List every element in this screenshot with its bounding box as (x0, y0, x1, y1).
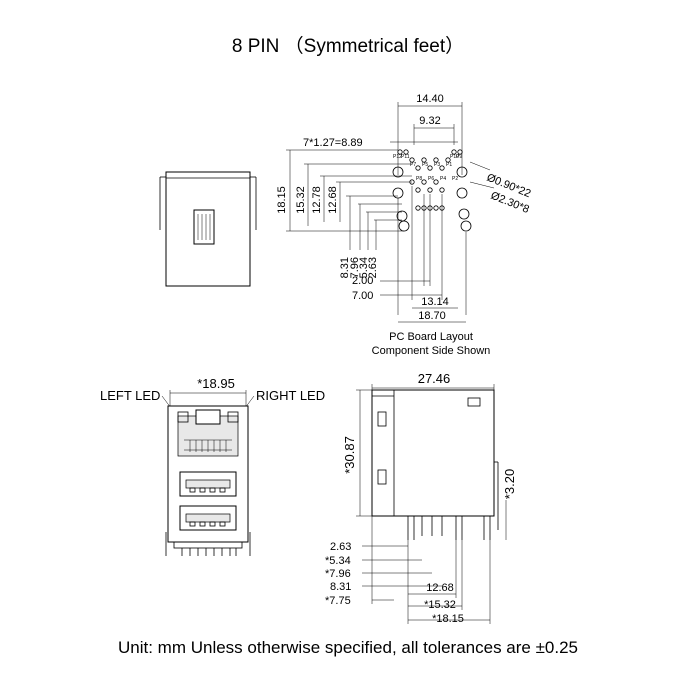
pcb-layout: 14.40 9.32 7*1.27=8.89 (276, 93, 532, 357)
pcb-dim-15-32: 15.32 (295, 186, 307, 214)
front-view: *18.95 LEFT LED RIGHT LED (100, 376, 325, 556)
pin-label: P3 (434, 162, 440, 168)
pin-label: P4 (440, 176, 446, 182)
pin-label: P9 (456, 154, 462, 160)
pin-label: P10 (450, 154, 459, 160)
pcb-dim-14-40: 14.40 (416, 93, 444, 105)
units-note: Unit: mm Unless otherwise specified, all… (118, 638, 578, 657)
side-view-led-window (467, 397, 481, 407)
left-led-label: LEFT LED (100, 388, 160, 403)
side-width-dim: 27.46 (418, 371, 451, 386)
front-width-dim: *18.95 (197, 376, 235, 391)
right-led-window (227, 411, 239, 423)
pin-label: P12 (393, 154, 402, 160)
pcb-dim-12-68: 12.68 (327, 186, 339, 214)
side-dim-2-63: 2.63 (330, 541, 351, 553)
side-dim-7-75: *7.75 (325, 595, 351, 607)
pcb-dim-18-15: 18.15 (276, 186, 288, 214)
pcb-dim-7-00: 7.00 (352, 290, 373, 302)
pin-label: P11 (401, 154, 410, 160)
drawing-title: 8 PIN （Symmetrical feet） (232, 35, 464, 57)
side-view: 27.46 *30.87 *3.20 2.63 *5.34 *7.96 (325, 371, 517, 625)
pin-label: P2 (452, 176, 458, 182)
right-led-label: RIGHT LED (256, 388, 325, 403)
side-view-slot-lower (377, 469, 387, 485)
pcb-dim-7-96: 7.96 (349, 257, 361, 278)
side-view-body (371, 389, 495, 517)
pcb-pitch-label: 7*1.27=8.89 (303, 137, 363, 149)
top-view (159, 171, 257, 287)
pcb-dim-12-78: 12.78 (311, 186, 323, 214)
pin-label: P6 (428, 176, 434, 182)
pcb-caption-line2: Component Side Shown (372, 345, 491, 357)
pcb-dim-5-34: 5.34 (358, 257, 370, 278)
side-height-dim: *30.87 (342, 436, 357, 474)
pcb-dim-18-70: 18.70 (418, 310, 446, 322)
left-led-window (177, 411, 189, 423)
side-dim-15-32: *15.32 (424, 599, 456, 611)
side-dim-12-68: 12.68 (426, 582, 454, 594)
pcb-dim-2-00: 2.00 (352, 275, 373, 287)
pin-label: P5 (422, 162, 428, 168)
pcb-dim-9-32: 9.32 (419, 115, 440, 127)
side-view-slot-upper (377, 411, 387, 427)
pin-label: P7 (410, 162, 416, 168)
pin-label: P1 (446, 162, 452, 168)
side-dim-8-31: 8.31 (330, 581, 351, 593)
side-pin-dim: *3.20 (502, 469, 517, 499)
pin-label: P8 (416, 176, 422, 182)
pcb-caption-line1: PC Board Layout (389, 331, 473, 343)
pcb-dim-13-14: 13.14 (421, 296, 449, 308)
pcb-dim-2-63: 2.63 (367, 257, 379, 278)
side-dim-7-96: *7.96 (325, 568, 351, 580)
side-dim-18-15: *18.15 (432, 613, 464, 625)
pcb-dim-8-31: 8.31 (339, 257, 351, 278)
top-view-latch (193, 209, 215, 245)
side-dim-5-34: *5.34 (325, 555, 351, 567)
